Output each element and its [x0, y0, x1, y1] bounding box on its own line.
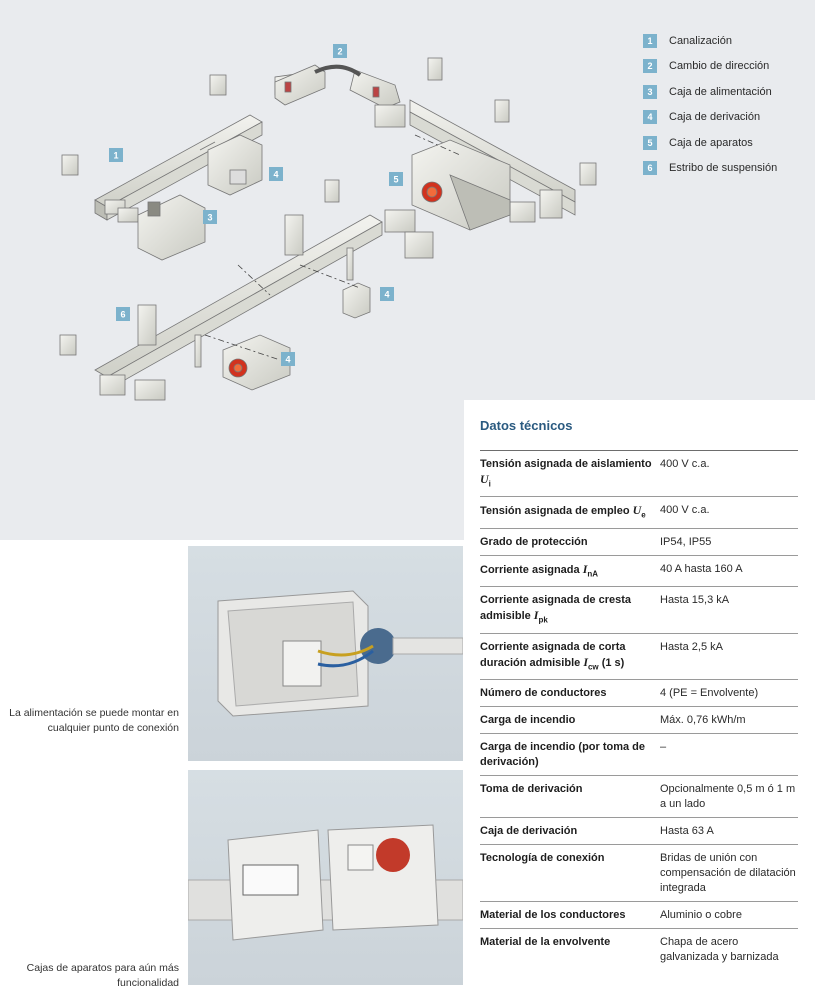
photo2-caption: Cajas de aparatos para aún más funcional… — [26, 962, 179, 989]
tech-row: Número de conductores 4 (PE = Envolvente) — [480, 678, 798, 706]
legend-item: 6 Estribo de suspensión — [643, 156, 777, 182]
marker-4b: 4 — [384, 290, 389, 300]
tech-value: – — [660, 740, 667, 753]
tech-label: Tensión asignada de aislamiento Ui — [480, 458, 652, 489]
tech-row: Toma de derivación Opcionalmente 0,5 m ó … — [480, 774, 798, 817]
tech-value: Máx. 0,76 kWh/m — [660, 713, 746, 726]
legend-number: 3 — [643, 84, 657, 99]
tech-label: Carga de incendio — [480, 713, 576, 726]
marker-2: 2 — [337, 47, 342, 57]
tap-off-box-lower — [222, 334, 291, 391]
tech-value: Aluminio o cobre — [660, 908, 742, 921]
tech-row: Material de los conductores Aluminio o co… — [480, 900, 798, 928]
tech-symbol: InA — [582, 561, 599, 579]
tech-label: Tensión asignada de empleo Ue — [480, 503, 646, 520]
tech-value: Hasta 63 A — [660, 824, 714, 837]
tech-value: Opcionalmente 0,5 m ó 1 m a un lado — [660, 782, 796, 810]
tech-label: Grado de protección — [480, 535, 588, 548]
legend-number: 1 — [643, 33, 657, 48]
marker-3: 3 — [207, 213, 212, 223]
tech-row: Corriente asignada de corta duración adm… — [480, 632, 798, 679]
marker-1: 1 — [113, 151, 118, 161]
tech-label: Número de conductores — [480, 686, 607, 699]
tech-row: Tecnología de conexión Bridas de unión co… — [480, 843, 798, 901]
marker-6: 6 — [120, 310, 125, 320]
tap-off-box-middle — [342, 282, 371, 319]
tech-label: Corriente asignada de corta duración adm… — [480, 640, 626, 671]
legend-item: 5 Caja de aparatos — [643, 130, 777, 156]
tech-row: Material de la envolvente Chapa de acero … — [480, 927, 798, 970]
tech-row: Tensión asignada de aislamiento Ui 400 V … — [480, 450, 798, 496]
legend-label: Caja de aparatos — [669, 136, 753, 149]
tech-symbol: Ui — [480, 472, 491, 489]
tech-value: 400 V c.a. — [660, 458, 710, 470]
photo1-caption: La alimentación se puede montar en cualq… — [9, 707, 179, 734]
legend-item: 1 Canalización — [643, 28, 777, 54]
marker-4a: 4 — [273, 170, 278, 180]
tech-label: Corriente asignada de cresta admisible I… — [480, 594, 632, 625]
tech-row: Caja de derivación Hasta 63 A — [480, 816, 798, 844]
legend-label: Caja de alimentación — [669, 85, 772, 98]
tap-off-box-upper — [207, 134, 263, 196]
tech-symbol: Icw — [583, 654, 599, 671]
tech-value: Hasta 2,5 kA — [660, 640, 723, 653]
marker-4c: 4 — [285, 355, 290, 365]
legend-number: 2 — [643, 59, 657, 74]
tech-label: Carga de incendio (por toma de derivació… — [480, 740, 646, 768]
tech-value: 4 (PE = Envolvente) — [660, 686, 759, 699]
tech-value: 40 A hasta 160 A — [660, 562, 743, 575]
tech-value: Chapa de acero galvanizada y barnizada — [660, 935, 779, 963]
tech-value: 400 V c.a. — [660, 504, 710, 517]
tech-value: IP54, IP55 — [660, 535, 712, 548]
tech-row: Tensión asignada de empleo Ue 400 V c.a. — [480, 496, 798, 527]
legend-number: 5 — [643, 135, 657, 150]
tech-row: Carga de incendio Máx. 0,76 kWh/m — [480, 705, 798, 733]
tech-value: Bridas de unión con compensación de dila… — [660, 851, 796, 894]
feed-in-box-photo — [188, 546, 463, 761]
tech-row: Grado de protección IP54, IP55 — [480, 527, 798, 555]
legend-label: Estribo de suspensión — [669, 162, 778, 175]
tech-label: Material de la envolvente — [480, 935, 611, 948]
tech-label: Toma de derivación — [480, 782, 583, 795]
legend-number: 6 — [643, 161, 657, 176]
diagram-marker: 1 2 3 4 4 4 5 6 — [109, 44, 403, 366]
tech-symbol: Ipk — [533, 608, 548, 625]
legend-item: 2 Cambio de dirección — [643, 54, 777, 80]
marker-5: 5 — [393, 175, 398, 185]
legend-item: 4 Caja de derivación — [643, 105, 777, 131]
tech-label: Tecnología de conexión — [480, 851, 605, 864]
tech-row: Corriente asignada InA 40 A hasta 160 A — [480, 554, 798, 586]
legend-item: 3 Caja de alimentación — [643, 79, 777, 105]
tech-panel — [464, 400, 815, 995]
tech-row: Corriente asignada de cresta admisible I… — [480, 586, 798, 632]
tech-label: Corriente asignada InA — [480, 561, 599, 579]
tech-value: Hasta 15,3 kA — [660, 594, 730, 607]
tech-row: Carga de incendio (por toma de derivació… — [480, 732, 798, 775]
device-box-photo — [188, 770, 463, 985]
legend-number: 4 — [643, 110, 657, 125]
direction-change-element — [274, 64, 401, 109]
busbar-system-diagram: 1 2 3 4 4 4 5 6 — [59, 44, 597, 401]
tech-data: Datos técnicos Tensión asignada de aisla… — [480, 418, 798, 970]
legend-label: Caja de derivación — [669, 111, 761, 124]
tech-title: Datos técnicos — [480, 418, 573, 433]
legend-label: Canalización — [669, 34, 732, 47]
feed-in-box — [137, 194, 206, 261]
legend-label: Cambio de dirección — [669, 60, 770, 73]
tech-label: Caja de derivación — [480, 824, 578, 837]
tech-symbol: Ue — [632, 503, 646, 520]
device-box — [411, 139, 511, 231]
tech-label: Material de los conductores — [480, 908, 626, 921]
